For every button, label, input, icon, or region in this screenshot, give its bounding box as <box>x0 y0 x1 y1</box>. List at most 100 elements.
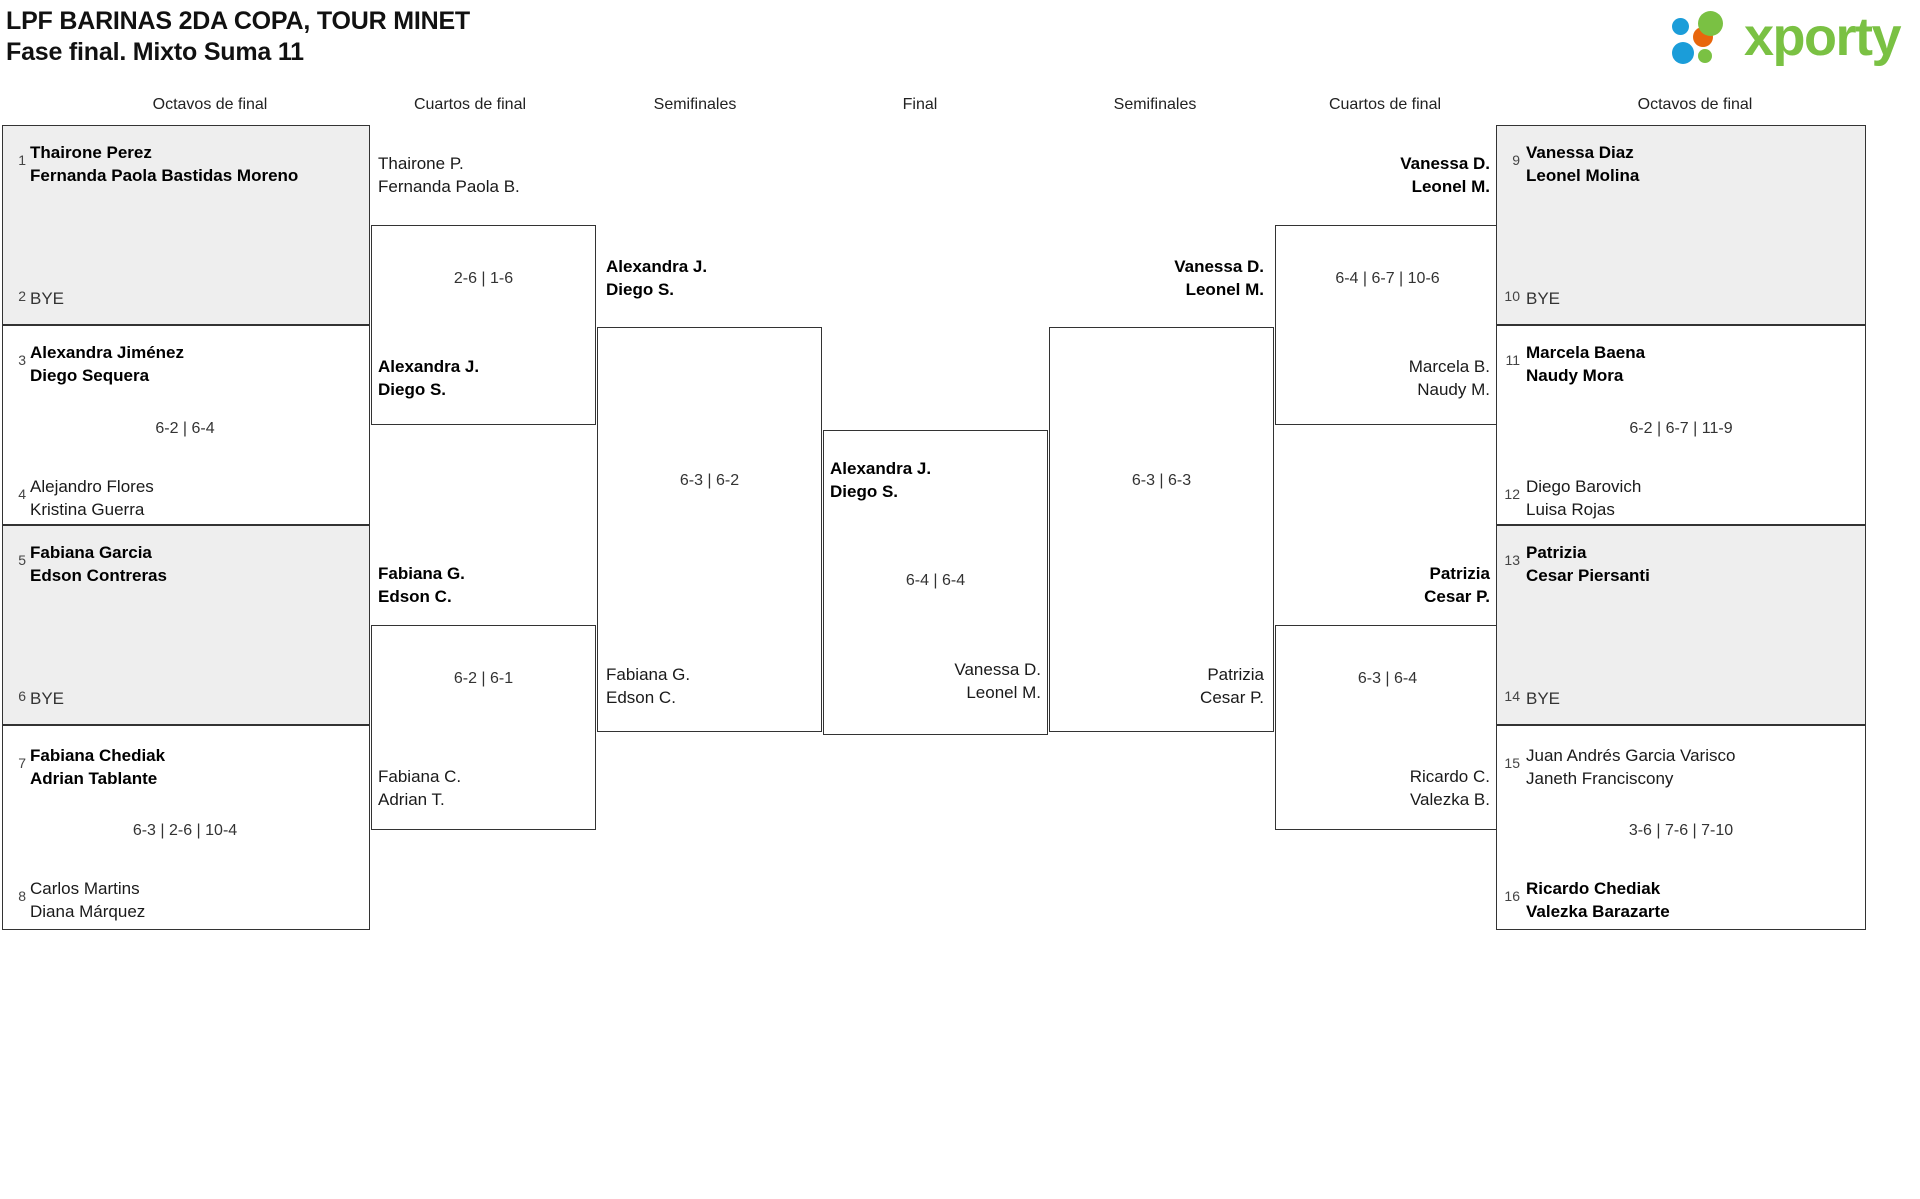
round-header-octavos-right: Octavos de final <box>1637 96 1753 113</box>
match-box-lqf-2[interactable] <box>371 625 596 830</box>
player-name-rqf-4b: Valezka B. <box>1409 790 1490 809</box>
player-name-r16-13a: Patrizia <box>1526 543 1587 562</box>
player-name-rqf-1b: Leonel M. <box>1411 177 1490 196</box>
player-name-r16-12a: Diego Barovich <box>1526 477 1642 496</box>
match-box-rqf-1[interactable] <box>1275 225 1500 425</box>
player-name-final-top-a: Alexandra J. <box>830 459 932 478</box>
player-name-rqf-2a: Marcela B. <box>1408 357 1490 376</box>
match-box-lsf-1[interactable] <box>597 327 822 732</box>
player-name-rsf-1a: Vanessa D. <box>1174 257 1264 276</box>
player-name-lqf-1a: Thairone P. <box>378 154 464 173</box>
score-rqf-2: 6-3 | 6-4 <box>1357 670 1418 687</box>
player-name-l16-7b: Adrian Tablante <box>30 769 158 788</box>
player-name-rsf-1b: Leonel M. <box>1185 280 1264 299</box>
page-subtitle: Fase final. Mixto Suma 11 <box>6 38 304 66</box>
player-name-r16-15b: Janeth Franciscony <box>1526 769 1674 788</box>
score-l16-2: 6-2 | 6-4 <box>155 420 215 437</box>
round-header-final: Final <box>902 96 938 113</box>
match-box-r16-2[interactable] <box>1496 325 1866 525</box>
match-box-r16-4[interactable] <box>1496 725 1866 930</box>
player-name-l16-1a: Thairone Perez <box>30 143 152 162</box>
match-box-l16-4[interactable] <box>2 725 370 930</box>
player-name-l16-8b: Diana Márquez <box>30 902 146 921</box>
player-name-l16-6a: BYE <box>30 689 65 708</box>
match-box-l16-2[interactable] <box>2 325 370 525</box>
player-name-rqf-1a: Vanessa D. <box>1400 154 1490 173</box>
round-header-cuartos-right: Cuartos de final <box>1328 96 1442 113</box>
player-name-lqf-2a: Alexandra J. <box>378 357 480 376</box>
seed-15: 15 <box>1504 755 1520 771</box>
match-box-rsf-1[interactable] <box>1049 327 1274 732</box>
round-header-semifinales-left: Semifinales <box>653 96 737 113</box>
score-r16-2: 6-2 | 6-7 | 11-9 <box>1629 420 1733 437</box>
match-box-lqf-1[interactable] <box>371 225 596 425</box>
player-name-r16-14a: BYE <box>1526 689 1561 708</box>
score-lqf-2: 6-2 | 6-1 <box>453 670 514 687</box>
player-name-lqf-4b: Adrian T. <box>378 790 445 809</box>
player-name-l16-3b: Diego Sequera <box>30 366 150 385</box>
logo-dots-icon <box>1672 11 1744 64</box>
score-rqf-1: 6-4 | 6-7 | 10-6 <box>1335 270 1440 287</box>
player-name-r16-15a: Juan Andrés Garcia Varisco <box>1526 746 1736 765</box>
player-name-rqf-2b: Naudy M. <box>1417 380 1490 399</box>
player-name-lsf-2a: Fabiana G. <box>606 665 691 684</box>
player-name-rsf-2a: Patrizia <box>1207 665 1264 684</box>
player-name-l16-5a: Fabiana Garcia <box>30 543 152 562</box>
player-name-rsf-2b: Cesar P. <box>1200 688 1264 707</box>
player-name-r16-16b: Valezka Barazarte <box>1526 902 1670 921</box>
player-name-r16-9b: Leonel Molina <box>1526 166 1640 185</box>
player-name-lqf-2b: Diego S. <box>378 380 447 399</box>
round-header-cuartos-left: Cuartos de final <box>413 96 527 113</box>
seed-10: 10 <box>1504 288 1520 304</box>
player-name-final-bottom-b: Leonel M. <box>966 683 1041 702</box>
score-r16-4: 3-6 | 7-6 | 7-10 <box>1628 822 1734 839</box>
round-header-octavos-left: Octavos de final <box>152 96 268 113</box>
player-name-r16-16a: Ricardo Chediak <box>1526 879 1661 898</box>
player-name-lqf-3b: Edson C. <box>378 587 452 606</box>
score-lqf-1: 2-6 | 1-6 <box>453 270 514 287</box>
seed-14: 14 <box>1504 688 1520 704</box>
player-name-l16-8a: Carlos Martins <box>30 879 140 898</box>
player-name-r16-12b: Luisa Rojas <box>1526 500 1615 519</box>
logo-wordmark: xporty <box>1744 7 1902 67</box>
seed-6: 6 <box>18 688 26 704</box>
player-name-l16-7a: Fabiana Chediak <box>30 746 166 765</box>
match-box-r16-1[interactable] <box>1496 125 1866 325</box>
match-box-l16-3[interactable] <box>2 525 370 725</box>
seed-9: 9 <box>1512 152 1520 168</box>
seed-2: 2 <box>18 288 26 304</box>
page-header: LPF BARINAS 2DA COPA, TOUR MINET Fase fi… <box>0 0 1920 90</box>
seed-13: 13 <box>1504 552 1520 568</box>
player-name-r16-9a: Vanessa Diaz <box>1526 143 1634 162</box>
player-name-lsf-2b: Edson C. <box>606 688 676 707</box>
seed-7: 7 <box>18 755 26 771</box>
round-header-semifinales-right: Semifinales <box>1113 96 1197 113</box>
player-name-lqf-1b: Fernanda Paola B. <box>378 177 520 196</box>
seed-16: 16 <box>1504 888 1520 904</box>
seed-8: 8 <box>18 888 26 904</box>
score-lsf-1: 6-3 | 6-2 <box>679 472 740 489</box>
player-name-r16-11a: Marcela Baena <box>1526 343 1646 362</box>
seed-12: 12 <box>1504 486 1520 502</box>
player-name-l16-1b: Fernanda Paola Bastidas Moreno <box>30 166 299 185</box>
player-name-rqf-4a: Ricardo C. <box>1409 767 1490 786</box>
match-box-final[interactable] <box>823 430 1048 735</box>
player-name-lqf-4a: Fabiana C. <box>378 767 462 786</box>
player-name-lsf-1a: Alexandra J. <box>606 257 708 276</box>
player-name-r16-11b: Naudy Mora <box>1526 366 1624 385</box>
match-box-r16-3[interactable] <box>1496 525 1866 725</box>
seed-1: 1 <box>18 152 26 168</box>
player-name-l16-3a: Alexandra Jiménez <box>30 343 185 362</box>
player-name-final-top-b: Diego S. <box>830 482 899 501</box>
player-name-l16-4b: Kristina Guerra <box>30 500 145 519</box>
score-rsf-1: 6-3 | 6-3 <box>1131 472 1192 489</box>
seed-11: 11 <box>1505 352 1520 368</box>
match-box-l16-1[interactable] <box>2 125 370 325</box>
score-final: 6-4 | 6-4 <box>905 572 966 589</box>
seed-5: 5 <box>18 552 26 568</box>
player-name-final-bottom-a: Vanessa D. <box>954 660 1041 679</box>
title-block: LPF BARINAS 2DA COPA, TOUR MINET Fase fi… <box>6 6 470 68</box>
score-l16-4: 6-3 | 2-6 | 10-4 <box>132 822 238 839</box>
player-name-r16-13b: Cesar Piersanti <box>1526 566 1650 585</box>
seed-3: 3 <box>18 352 26 368</box>
